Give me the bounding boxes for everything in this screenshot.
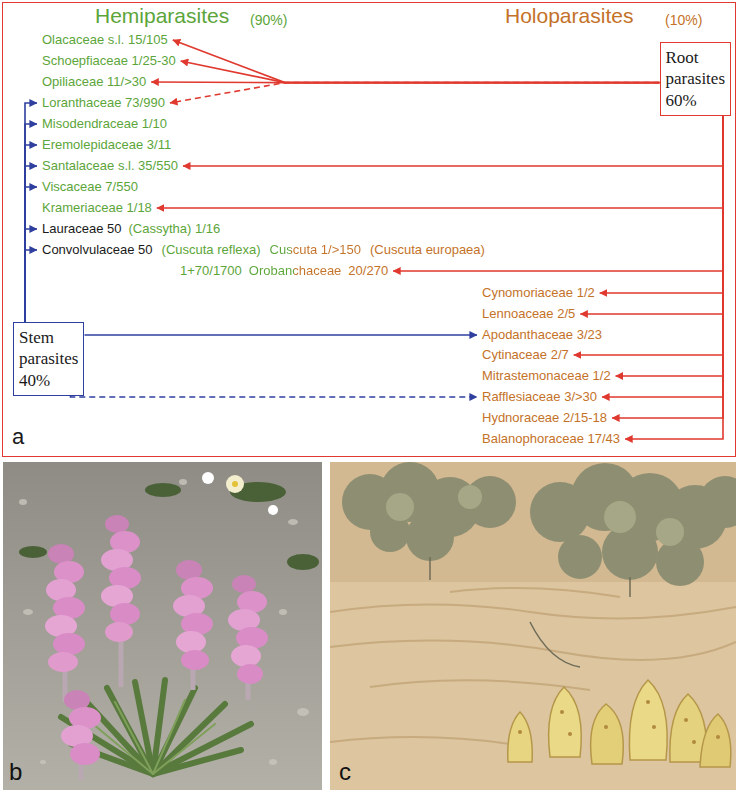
family-name: Schoepfiaceae 1/25-30	[42, 53, 176, 69]
box-label: Stem parasites 40%	[19, 327, 78, 391]
family-entry: Mitrastemonaceae 1/2	[480, 368, 613, 384]
family-name: Convolvulaceae 50	[42, 242, 153, 258]
family-entry: Cytinaceae 2/7	[480, 347, 571, 363]
family-name: Opiliaceae 11/>30	[42, 74, 146, 90]
family-entry: Olacaceae s.l. 15/105	[40, 32, 170, 48]
family-name: Eremolepidaceae 3/11	[42, 137, 171, 153]
arrow-connector	[25, 187, 37, 322]
arrow-connector	[25, 103, 37, 322]
family-name: Loranthaceae 73/990	[42, 95, 165, 111]
family-name: Cynomoriaceae 1/2	[482, 285, 595, 301]
parasite-type-box: Root parasites 60%	[660, 42, 731, 116]
family-name: Cuscuta 1/>150	[270, 242, 361, 258]
family-name: Rafflesiaceae 3/>30	[482, 389, 597, 405]
family-entry: Cynomoriaceae 1/2	[480, 285, 597, 301]
family-name: Krameriaceae 1/18	[42, 200, 152, 216]
family-entry: Misodendraceae 1/10	[40, 116, 169, 132]
arrow-connector	[25, 166, 37, 322]
arrow-connector	[25, 145, 37, 322]
family-entry: Loranthaceae 73/990	[40, 95, 167, 111]
family-entry: Schoepfiaceae 1/25-30	[40, 53, 178, 69]
arrow-connector	[616, 116, 723, 376]
panel-letter: a	[12, 424, 24, 449]
group-heading: Holoparasites	[505, 4, 633, 27]
panel-letter: c	[339, 758, 351, 785]
arrow-connector	[157, 116, 723, 208]
family-name: Santalaceae s.l. 35/550	[42, 158, 178, 174]
arrow-connector	[612, 116, 723, 418]
family-entry: Hydnoraceae 2/15-18	[480, 410, 609, 426]
group-percent: (90%)	[250, 12, 287, 28]
family-name: 1+70/1700	[180, 263, 242, 279]
family-entry: Viscaceae 7/550	[40, 179, 140, 195]
arrow-connector	[85, 334, 478, 336]
arrow-connector	[181, 61, 660, 83]
panel-letter: b	[9, 758, 22, 785]
family-name: Misodendraceae 1/10	[42, 116, 167, 132]
family-name: Olacaceae s.l. 15/105	[42, 32, 168, 48]
family-entry: Rafflesiaceae 3/>30	[480, 389, 599, 405]
arrow-connector	[173, 40, 660, 83]
family-name: Orobanchaceae	[249, 263, 342, 279]
photo-cistanche	[330, 462, 736, 790]
arrow-connector	[602, 116, 723, 397]
arrow-connector	[71, 396, 478, 397]
arrow-connector	[25, 229, 37, 322]
family-entry: Lennoaceae 2/5	[480, 306, 577, 322]
family-name: Lennoaceae 2/5	[482, 306, 575, 322]
family-name: Hydnoraceae 2/15-18	[482, 410, 607, 426]
family-name: Viscaceae 7/550	[42, 179, 138, 195]
box-label: Root parasites 60%	[666, 47, 725, 111]
arrow-connector	[574, 116, 723, 355]
family-name: Apodanthaceae 3/23	[482, 327, 602, 343]
family-name: Mitrastemonaceae 1/2	[482, 368, 611, 384]
family-name: (Cassytha) 1/16	[129, 221, 221, 237]
group-heading: Hemiparasites	[95, 4, 229, 27]
family-entry: Balanophoraceae 17/43	[480, 431, 622, 447]
family-entry: Lauraceae 50 (Cassytha) 1/16	[40, 221, 222, 237]
arrow-connector	[170, 83, 660, 103]
family-entry: Santalaceae s.l. 35/550	[40, 158, 180, 174]
arrow-connector	[25, 250, 37, 322]
family-name: Lauraceae 50	[42, 221, 122, 237]
family-name: Balanophoraceae 17/43	[482, 431, 620, 447]
family-entry: Opiliaceae 11/>30	[40, 74, 148, 90]
family-entry: Apodanthaceae 3/23	[480, 327, 604, 343]
arrow-connector	[183, 116, 723, 166]
arrow-connector	[600, 116, 723, 293]
arrow-connector	[625, 116, 723, 439]
family-name: (Cuscuta europaea)	[370, 242, 485, 258]
family-entry: Convolvulaceae 50 (Cuscuta reflexa) Cuscut…	[40, 242, 487, 258]
figure-panel: Hemiparasites (90%) Holoparasites (10%) a Ola…	[2, 2, 736, 457]
photo-pedicularis	[3, 462, 322, 790]
group-percent: (10%)	[665, 12, 702, 28]
family-entry: 1+70/1700 Orobanchaceae 20/270	[178, 263, 390, 279]
family-entry: Krameriaceae 1/18	[40, 200, 154, 216]
family-name: Cytinaceae 2/7	[482, 347, 569, 363]
parasite-type-box: Stem parasites 40%	[13, 322, 84, 396]
family-name: 20/270	[348, 263, 388, 279]
arrow-connector	[580, 116, 723, 314]
family-name: (Cuscuta reflexa)	[162, 242, 261, 258]
arrow-connector	[25, 124, 37, 322]
family-entry: Eremolepidaceae 3/11	[40, 137, 173, 153]
